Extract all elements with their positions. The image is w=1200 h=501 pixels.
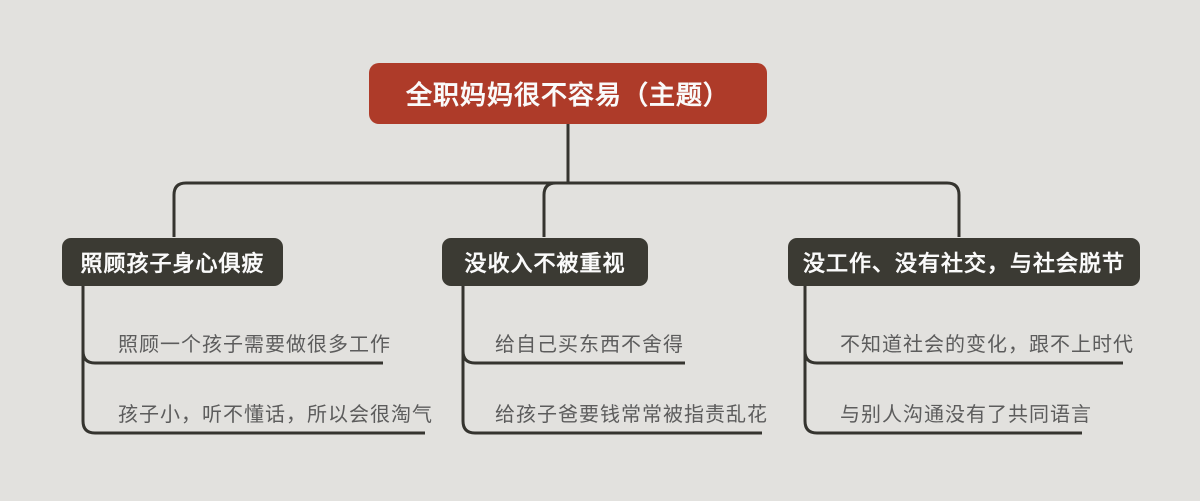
leaf-node[interactable]: 给自己买东西不舍得 (495, 334, 684, 356)
branch-node-disconnected[interactable]: 没工作、没有社交，与社会脱节 (788, 238, 1140, 286)
root-topic-node[interactable]: 全职妈妈很不容易（主题） (369, 63, 767, 124)
branch2-drop-line (542, 181, 557, 237)
leaf-node[interactable]: 照顾一个孩子需要做很多工作 (118, 334, 391, 356)
branch-node-no-income[interactable]: 没收入不被重视 (442, 238, 648, 286)
leaf-node[interactable]: 与别人沟通没有了共同语言 (840, 404, 1092, 426)
leaf-node[interactable]: 孩子小，听不懂话，所以会很淘气 (118, 404, 433, 426)
leaf-node[interactable]: 给孩子爸要钱常常被指责乱花 (495, 404, 768, 426)
leaf-node[interactable]: 不知道社会的变化，跟不上时代 (840, 334, 1134, 356)
branch-node-caring-exhaustion[interactable]: 照顾孩子身心俱疲 (62, 238, 283, 286)
rail-connector-line (172, 181, 961, 237)
